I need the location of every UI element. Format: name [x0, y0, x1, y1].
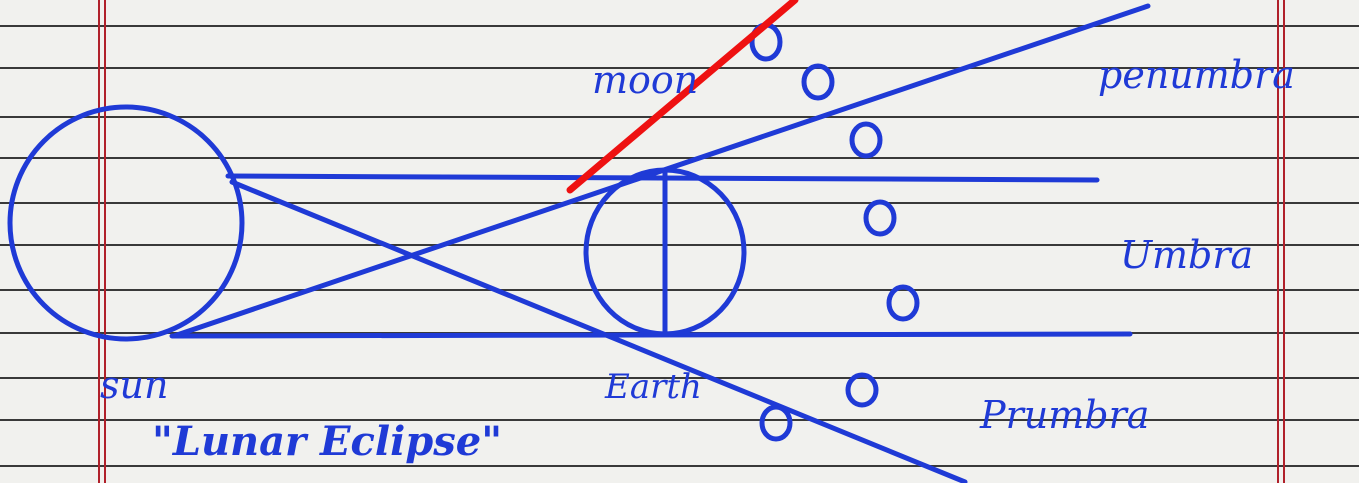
umbra-label: Umbra: [1120, 233, 1253, 277]
penumbra-lower-line: [229, 179, 968, 483]
red-annotation-line: [566, 0, 799, 194]
penumbra-top-label: penumbra: [1098, 53, 1295, 97]
moon-position: [801, 63, 835, 101]
ruled-lines: [0, 25, 1359, 467]
penumbra-bottom-label: Prumbra: [979, 393, 1149, 437]
moon-positions: [749, 22, 920, 442]
moon-position: [845, 372, 879, 408]
moon-position: [849, 121, 883, 159]
margin-lines: [98, 0, 1285, 483]
sun-circle: [7, 104, 245, 342]
diagram-title: "Lunar Eclipse": [152, 418, 502, 465]
moon-label: moon: [592, 58, 698, 102]
moon-position: [886, 284, 920, 322]
moon-position: [863, 199, 897, 237]
earth-label: Earth: [604, 367, 702, 407]
sun-label: sun: [100, 363, 168, 407]
moon-position: [759, 404, 793, 442]
